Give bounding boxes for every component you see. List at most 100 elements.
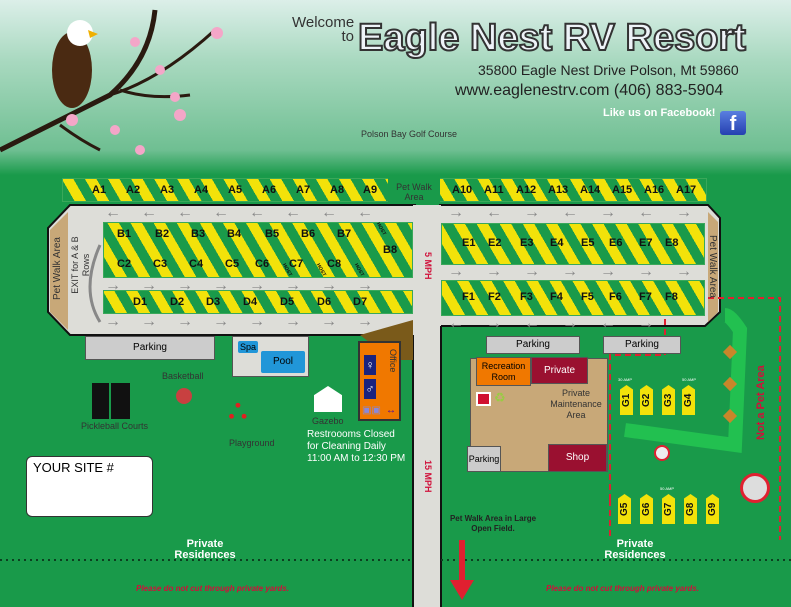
site-a3[interactable]: A3 — [160, 184, 175, 196]
site-f5[interactable]: F5 — [581, 291, 594, 303]
dump-station-icon — [476, 392, 491, 406]
pet-walk-right-label: Pet Walk Area — [707, 235, 718, 298]
pool-area: Spa Pool — [232, 336, 309, 377]
site-c5[interactable]: C5 — [225, 258, 240, 270]
site-b1[interactable]: B1 — [117, 228, 132, 240]
site-f6[interactable]: F6 — [609, 291, 622, 303]
site-g9[interactable]: G9 — [706, 494, 719, 524]
site-d3[interactable]: D3 — [206, 296, 221, 308]
site-f8[interactable]: F8 — [665, 291, 678, 303]
recycle-icon: ♻ — [494, 390, 506, 405]
notice-line: for Cleaning Daily — [307, 441, 386, 452]
site-a6[interactable]: A6 — [262, 184, 277, 196]
parking-maintenance: Parking — [467, 446, 501, 472]
site-c3[interactable]: C3 — [153, 258, 168, 270]
not-pet-area-label: Not a Pet Area — [755, 365, 767, 440]
site-f2[interactable]: F2 — [488, 291, 501, 303]
site-g3[interactable]: G3 — [662, 385, 675, 415]
site-e1[interactable]: E1 — [462, 237, 476, 249]
notice-line: 11:00 AM to 12:30 PM — [307, 453, 406, 464]
facebook-icon[interactable]: f — [720, 111, 746, 135]
site-e5[interactable]: E5 — [581, 237, 595, 249]
office-building: ♀ ♂ Office ▣▣ ↔ — [358, 341, 401, 421]
your-site-box[interactable]: YOUR SITE # — [26, 456, 153, 517]
site-b7[interactable]: B7 — [337, 228, 352, 240]
site-c8[interactable]: C8 — [327, 258, 342, 270]
site-d4[interactable]: D4 — [243, 296, 258, 308]
site-d2[interactable]: D2 — [170, 296, 185, 308]
site-d6[interactable]: D6 — [317, 296, 332, 308]
site-a12[interactable]: A12 — [516, 184, 537, 196]
site-a14[interactable]: A14 — [580, 184, 601, 196]
no-pets-icon — [654, 445, 670, 461]
site-d5[interactable]: D5 — [280, 296, 295, 308]
site-a1[interactable]: A1 — [92, 184, 107, 196]
restroom-notice: Restroooms Closed for Cleaning Daily 11:… — [307, 429, 405, 465]
site-g2[interactable]: G2 — [640, 385, 653, 415]
site-a15[interactable]: A15 — [612, 184, 633, 196]
eagle-tree-illustration — [0, 9, 223, 155]
site-e7[interactable]: E7 — [639, 237, 653, 249]
pickleball-label: Pickleball Courts — [81, 421, 149, 431]
site-b2[interactable]: B2 — [155, 228, 170, 240]
site-f4[interactable]: F4 — [550, 291, 563, 303]
site-a2[interactable]: A2 — [126, 184, 141, 196]
basketball-label: Basketball — [162, 371, 204, 381]
site-a10[interactable]: A10 — [452, 184, 473, 196]
mens-restroom-icon: ♂ — [364, 379, 376, 399]
site-b4[interactable]: B4 — [227, 228, 242, 240]
site-a11[interactable]: A11 — [484, 184, 504, 196]
site-b6[interactable]: B6 — [301, 228, 316, 240]
site-a16[interactable]: A16 — [644, 184, 665, 196]
no-pets-icon-large — [740, 473, 770, 503]
amp30-label: 30 AMP — [618, 377, 633, 382]
site-c2[interactable]: C2 — [117, 258, 132, 270]
facebook-link[interactable]: Like us on Facebook! — [603, 107, 716, 119]
site-g5[interactable]: G5 — [618, 494, 631, 524]
e-row-sites — [441, 223, 705, 265]
site-f7[interactable]: F7 — [639, 291, 652, 303]
site-a7[interactable]: A7 — [296, 184, 311, 196]
maintenance-label: Private Maintenance Area — [550, 388, 602, 420]
fitness-icon: ↔ — [386, 405, 396, 416]
site-a5[interactable]: A5 — [228, 184, 243, 196]
site-d1[interactable]: D1 — [133, 296, 148, 308]
notice-line: Restroooms Closed — [307, 429, 395, 440]
site-g4[interactable]: G4 — [682, 385, 695, 415]
exit-ab-label: EXIT for A & B Rows — [70, 236, 91, 294]
site-f3[interactable]: F3 — [520, 291, 533, 303]
site-a13[interactable]: A13 — [548, 184, 569, 196]
no-cut-left: Please do not cut through private yards. — [136, 584, 289, 593]
site-f1[interactable]: F1 — [462, 291, 475, 303]
site-a4[interactable]: A4 — [194, 184, 209, 196]
site-g7[interactable]: G7 — [662, 494, 675, 524]
f-row-sites — [441, 280, 705, 316]
website-phone[interactable]: www.eaglenestrv.com (406) 883-5904 — [455, 82, 724, 99]
shop-building: Shop — [548, 444, 607, 472]
site-c4[interactable]: C4 — [189, 258, 204, 270]
no-cut-right: Please do not cut through private yards. — [546, 584, 699, 593]
site-c7[interactable]: C7 — [289, 258, 304, 270]
site-a9[interactable]: A9 — [363, 184, 378, 196]
site-e4[interactable]: E4 — [550, 237, 564, 249]
site-e2[interactable]: E2 — [488, 237, 502, 249]
site-a8[interactable]: A8 — [330, 184, 345, 196]
site-a17[interactable]: A17 — [676, 184, 697, 196]
residences-left: Private Residences — [174, 538, 236, 561]
site-e3[interactable]: E3 — [520, 237, 534, 249]
site-d7[interactable]: D7 — [353, 296, 368, 308]
pickleball-courts-icon — [92, 383, 130, 419]
site-b5[interactable]: B5 — [265, 228, 280, 240]
speed-limit-5: 5 MPH — [423, 252, 433, 280]
amp50-label-top: 50 AMP — [682, 377, 697, 382]
site-g6[interactable]: G6 — [640, 494, 653, 524]
site-e8[interactable]: E8 — [665, 237, 679, 249]
site-b8[interactable]: B8 — [383, 244, 398, 256]
site-e6[interactable]: E6 — [609, 237, 623, 249]
site-c6[interactable]: C6 — [255, 258, 270, 270]
site-g1[interactable]: G1 — [620, 385, 633, 415]
site-g8[interactable]: G8 — [684, 494, 697, 524]
address: 35800 Eagle Nest Drive Polson, Mt 59860 — [478, 62, 739, 78]
site-b3[interactable]: B3 — [191, 228, 206, 240]
pet-field-label: Pet Walk Area in Large Open Field. — [449, 514, 537, 533]
